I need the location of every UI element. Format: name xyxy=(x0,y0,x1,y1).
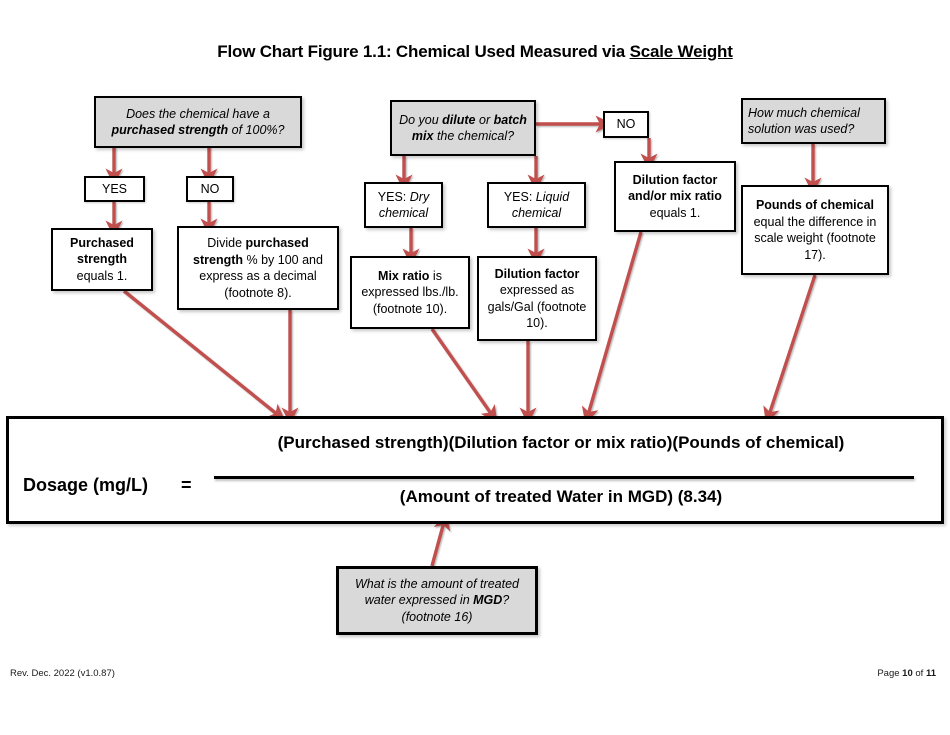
label-yes-purchased-strength-text: YES xyxy=(101,181,127,196)
result-dilution-equals-one-bold: Dilution factor and/or mix ratio xyxy=(628,172,722,204)
question-chemical-solution-used-text: How much chemical solution was used? xyxy=(748,105,860,137)
question-treated-water-line1: What is the amount of treated xyxy=(355,576,519,591)
label-yes-dry-italic: Dry chemical xyxy=(378,189,430,221)
formula-fraction-bar xyxy=(214,476,914,479)
formula-numerator: (Purchased strength)(Dilution factor or … xyxy=(277,433,845,452)
result-purchased-strength-tail: equals 1. xyxy=(76,268,128,283)
result-purchased-strength-equals-one[interactable]: Purchased strength equals 1. xyxy=(51,228,153,291)
footer-page-current: 10 xyxy=(902,668,913,679)
question-dilute-tail: the chemical? xyxy=(433,129,515,143)
label-yes-purchased-strength[interactable]: YES xyxy=(84,176,145,202)
question-dilute-emphasis-1: dilute xyxy=(442,112,476,127)
label-no-dilution[interactable]: NO xyxy=(603,111,649,138)
footer-page-lead: Page xyxy=(877,668,903,679)
question-dilute-emphasis-2: batch mix xyxy=(411,112,527,144)
footer-page-total: 11 xyxy=(925,668,936,679)
result-dilution-factor-bold: Dilution factor xyxy=(494,266,580,281)
dosage-formula-box: Dosage (mg/L) = (Purchased strength)(Dil… xyxy=(6,416,944,524)
label-yes-liquid-chemical[interactable]: YES: Liquid chemical xyxy=(487,182,586,228)
result-dilution-factor-tail: expressed as gals/Gal (footnote 10). xyxy=(487,283,587,330)
question-treated-water-emphasis: MGD xyxy=(473,593,503,608)
label-yes-liquid-lead: YES: xyxy=(503,189,536,204)
result-mix-ratio-bold: Mix ratio xyxy=(378,268,430,283)
result-dilution-equals-one-tail: equals 1. xyxy=(649,205,701,220)
footer-revision: Rev. Dec. 2022 (v1.0.87) xyxy=(10,668,115,679)
result-pounds-of-chemical[interactable]: Pounds of chemical equal the difference … xyxy=(741,185,889,275)
result-divide-lead: Divide xyxy=(207,236,246,250)
question-purchased-strength-line2-tail: of 100%? xyxy=(228,123,285,137)
result-pounds-bold: Pounds of chemical xyxy=(755,198,875,212)
result-dilution-factor[interactable]: Dilution factor expressed as gals/Gal (f… xyxy=(477,256,597,341)
question-treated-water-amount[interactable]: What is the amount of treated water expr… xyxy=(336,566,538,635)
result-mix-ratio-tail: is expressed lbs./lb. (footnote 10). xyxy=(361,268,459,316)
arrow-footnote-to-formula xyxy=(430,512,451,567)
question-chemical-solution-used[interactable]: How much chemical solution was used? xyxy=(741,98,886,144)
question-dilute-mid: or xyxy=(475,112,494,127)
footer-page-mid: of xyxy=(912,668,926,679)
question-dilute-lead: Do you xyxy=(399,112,443,127)
result-mix-ratio[interactable]: Mix ratio is expressed lbs./lb. (footnot… xyxy=(350,256,470,329)
formula-equals-sign: = xyxy=(181,475,192,495)
question-treated-water-line2-tail: ? xyxy=(502,593,510,608)
result-divide-tail: % by 100 and express as a decimal (footn… xyxy=(199,252,323,300)
question-purchased-strength-emphasis: purchased strength xyxy=(111,123,229,137)
result-divide-bold: purchased strength xyxy=(193,236,309,267)
arrow-pounds-to-formula xyxy=(763,274,817,425)
label-no-purchased-strength-text: NO xyxy=(200,181,220,196)
page-title-underlined: Scale Weight xyxy=(629,42,733,61)
label-yes-dry-chemical[interactable]: YES: Dry chemical xyxy=(364,182,443,228)
formula-left-hand-side: Dosage (mg/L) xyxy=(23,475,149,495)
result-dilution-factor-equals-one[interactable]: Dilution factor and/or mix ratio equals … xyxy=(614,161,736,232)
label-yes-liquid-italic: Liquid chemical xyxy=(511,189,570,221)
question-purchased-strength-line1: Does the chemical have a xyxy=(126,106,270,121)
footer-page-number: Page 10 of 11 xyxy=(877,668,936,679)
question-purchased-strength[interactable]: Does the chemical have a purchased stren… xyxy=(94,96,302,148)
page-title: Flow Chart Figure 1.1: Chemical Used Mea… xyxy=(0,42,950,62)
result-divide-purchased-strength[interactable]: Divide purchased strength % by 100 and e… xyxy=(177,226,339,310)
formula-denominator: (Amount of treated Water in MGD) (8.34) xyxy=(399,487,723,506)
question-treated-water-line3: (footnote 16) xyxy=(401,609,473,624)
page-title-text: Flow Chart Figure 1.1: Chemical Used Mea… xyxy=(217,42,630,61)
label-no-dilution-text: NO xyxy=(616,117,636,132)
result-pounds-tail: equal the difference in scale weight (fo… xyxy=(753,214,877,262)
question-treated-water-line2-lead: water expressed in xyxy=(364,593,474,608)
question-dilute-or-batch-mix[interactable]: Do you dilute or batch mix the chemical? xyxy=(390,100,536,156)
arrow-mixratio-to-formula xyxy=(430,328,498,423)
label-yes-dry-lead: YES: xyxy=(377,189,410,204)
result-purchased-strength-bold: Purchased strength xyxy=(70,235,134,267)
label-no-purchased-strength[interactable]: NO xyxy=(186,176,234,202)
